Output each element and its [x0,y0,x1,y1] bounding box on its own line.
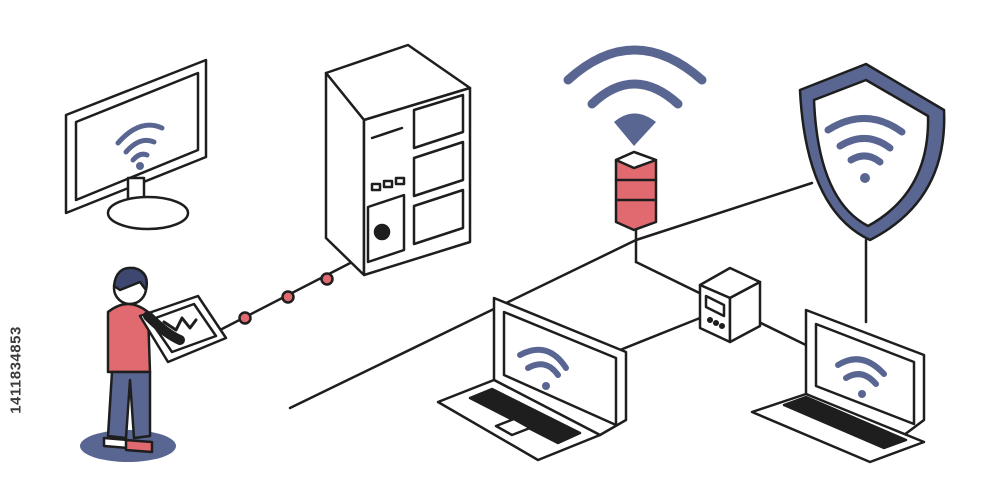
stock-id-text: 1411834853 [7,326,25,414]
server-tower-icon [324,43,472,277]
wifi-icon [115,122,165,163]
shield-icon [798,62,946,242]
monitor-icon [64,58,208,231]
wifi-router-icon [563,45,707,232]
person-with-tablet-icon [80,266,228,462]
wifi-signal-icon [563,45,707,109]
stock-id-label: 1411834853 [6,250,26,490]
network-switch-icon [698,266,762,344]
connection-dots [238,272,334,325]
laptop-icon [436,296,628,462]
laptop-icon [750,308,926,464]
